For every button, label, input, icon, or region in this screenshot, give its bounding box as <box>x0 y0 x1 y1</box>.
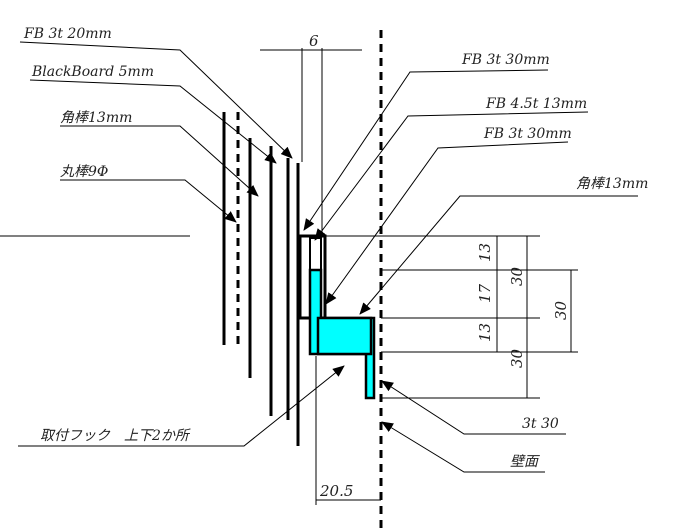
dim-13-upper: 13 <box>476 243 494 262</box>
dim-top-gap: 6 <box>309 32 319 50</box>
dim-13-lower: 13 <box>476 323 494 342</box>
dim-30-overall: 30 <box>552 300 570 320</box>
label-3t-30: 3t 30 <box>522 416 559 432</box>
label-fb-3t-20: FB 3t 20mm <box>23 26 112 42</box>
fb-4.5t-block <box>309 237 322 271</box>
label-fb-3t-30-mid: FB 3t 30mm <box>483 126 572 142</box>
leader-kakubo-right <box>359 195 638 315</box>
label-fb-3t-30-top: FB 3t 30mm <box>461 52 550 68</box>
label-marubo: 丸棒9Φ <box>60 164 108 180</box>
dim-20-5: 20.5 <box>319 482 353 500</box>
square-bar-right <box>316 316 373 356</box>
dim-30-lower: 30 <box>508 348 526 368</box>
dim-17: 17 <box>476 283 494 303</box>
leader-wall <box>381 421 545 473</box>
leader-kakubo-left <box>60 125 259 197</box>
leader-fb-3t-30-top <box>303 69 549 231</box>
leader-blackboard <box>29 79 277 164</box>
label-blackboard: BlackBoard 5mm <box>31 64 154 80</box>
leader-hook <box>18 365 345 447</box>
leader-3t-30 <box>381 380 566 435</box>
label-kakubo-right: 角棒13mm <box>576 176 648 192</box>
leader-fb-3t-30-mid <box>325 141 569 305</box>
label-fb-45t: FB 4.5t 13mm <box>485 96 587 112</box>
label-kakubo-left: 角棒13mm <box>60 110 132 126</box>
dim-30-upper: 30 <box>508 266 526 286</box>
leader-fb-45t <box>314 111 589 241</box>
label-hook: 取付フック 上下2か所 <box>40 428 191 444</box>
leader-marubo <box>60 179 237 223</box>
leader-fb-3t-20 <box>19 41 293 159</box>
label-wall: 壁面 <box>510 454 540 470</box>
